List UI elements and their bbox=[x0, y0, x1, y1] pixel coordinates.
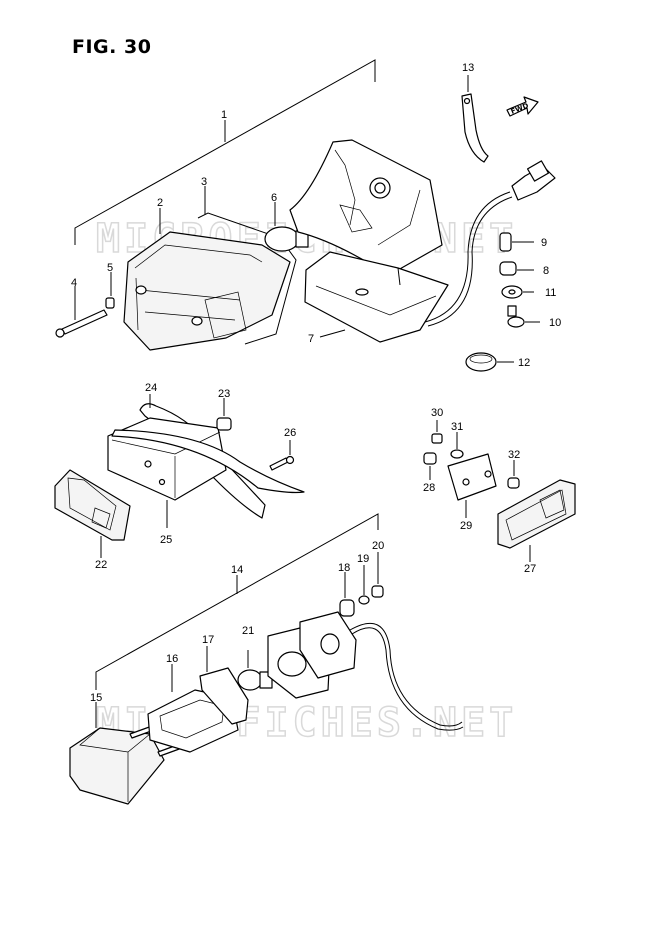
part-19-washer bbox=[358, 565, 370, 605]
part-9-collar bbox=[499, 232, 534, 252]
part-10-screw bbox=[507, 305, 540, 328]
license-lamp-socket bbox=[267, 611, 464, 731]
label-part-31: 31 bbox=[451, 421, 463, 433]
label-part-1: 1 bbox=[221, 109, 227, 121]
label-part-23: 23 bbox=[218, 388, 230, 400]
wire-harness bbox=[424, 160, 556, 327]
label-part-11: 11 bbox=[545, 287, 556, 299]
part-11-washer bbox=[501, 285, 534, 299]
label-part-32: 32 bbox=[508, 449, 520, 461]
label-part-29: 29 bbox=[460, 520, 472, 532]
part-number-labels: 1 2 3 4 5 6 7 8 9 10 11 12 13 14 15 16 1… bbox=[71, 62, 561, 704]
label-part-26: 26 bbox=[284, 427, 296, 439]
part-32-nut bbox=[507, 460, 520, 489]
part-5-nut bbox=[105, 272, 115, 309]
label-part-14: 14 bbox=[231, 564, 243, 576]
part-7-lamp-housing bbox=[289, 139, 449, 343]
part-4-bolt bbox=[55, 286, 108, 338]
label-part-19: 19 bbox=[357, 553, 369, 565]
label-part-27: 27 bbox=[524, 563, 536, 575]
label-part-7: 7 bbox=[308, 333, 314, 345]
part-25-bracket bbox=[107, 417, 305, 528]
part-23-nut bbox=[216, 398, 232, 431]
label-part-3: 3 bbox=[201, 176, 207, 188]
figure-title: FIG. 30 bbox=[72, 36, 152, 58]
part-13-strap bbox=[461, 75, 489, 163]
label-part-10: 10 bbox=[549, 317, 561, 329]
label-part-12: 12 bbox=[518, 357, 530, 369]
bracket-group-1 bbox=[74, 59, 376, 245]
part-18-collar bbox=[339, 572, 355, 617]
label-part-21: 21 bbox=[242, 625, 254, 637]
part-31-washer bbox=[450, 432, 464, 459]
part-6-bulb bbox=[264, 202, 309, 252]
label-part-18: 18 bbox=[338, 562, 350, 574]
part-2-tail-lens bbox=[123, 208, 291, 351]
part-22-reflector bbox=[54, 469, 131, 558]
bracket-group-14 bbox=[95, 513, 379, 690]
part-8-nut bbox=[499, 261, 534, 276]
label-part-16: 16 bbox=[166, 653, 178, 665]
fwd-direction-arrow bbox=[506, 96, 539, 117]
label-part-5: 5 bbox=[107, 262, 113, 274]
label-part-25: 25 bbox=[160, 534, 172, 546]
label-part-8: 8 bbox=[543, 265, 549, 277]
label-part-2: 2 bbox=[157, 197, 163, 209]
label-part-17: 17 bbox=[202, 634, 214, 646]
label-part-22: 22 bbox=[95, 559, 107, 571]
label-part-6: 6 bbox=[271, 192, 277, 204]
part-12-grommet bbox=[465, 352, 514, 372]
part-29-bracket bbox=[447, 453, 497, 518]
label-part-9: 9 bbox=[541, 237, 547, 249]
part-26-screw bbox=[269, 440, 295, 471]
part-15-license-lamp-lens bbox=[69, 702, 183, 805]
label-part-30: 30 bbox=[431, 407, 443, 419]
part-21-bulb bbox=[237, 650, 273, 691]
label-part-4: 4 bbox=[71, 277, 77, 289]
label-part-13: 13 bbox=[462, 62, 474, 74]
part-28-nut bbox=[423, 452, 437, 480]
part-20-nut bbox=[371, 552, 384, 598]
part-17-gasket bbox=[199, 646, 249, 725]
part-27-reflector bbox=[497, 479, 576, 562]
label-part-15: 15 bbox=[90, 692, 102, 704]
label-part-28: 28 bbox=[423, 482, 435, 494]
label-part-24: 24 bbox=[145, 382, 157, 394]
part-30-screw bbox=[431, 420, 443, 444]
fwd-label: FWD bbox=[510, 102, 530, 116]
label-part-20: 20 bbox=[372, 540, 384, 552]
